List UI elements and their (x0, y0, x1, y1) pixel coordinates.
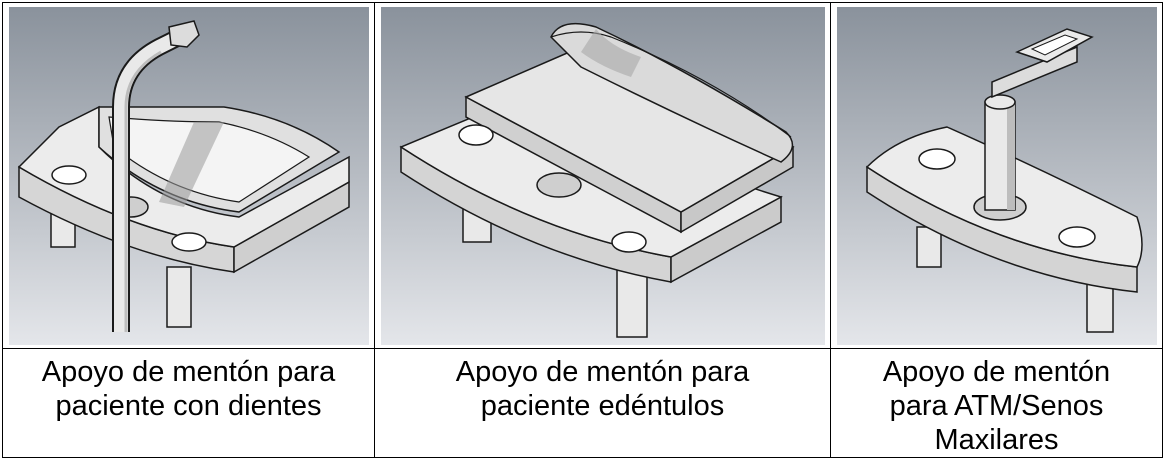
caption-line: paciente edéntulos (480, 390, 725, 422)
caption-line: Maxilares (934, 424, 1059, 456)
figure-cell-3 (830, 2, 1163, 349)
caption-line: para ATM/Senos (889, 390, 1104, 422)
caption-line: Apoyo de mentón (882, 356, 1111, 388)
caption-line: Apoyo de mentón para (455, 356, 750, 388)
chin-rest-with-teeth-image (9, 7, 369, 345)
caption-cell-1: Apoyo de mentón para paciente con diente… (2, 348, 375, 458)
caption-line: paciente con dientes (55, 390, 322, 422)
caption-row: Apoyo de mentón para paciente con diente… (2, 348, 1163, 458)
image-row (2, 2, 1163, 349)
figure-cell-2 (374, 2, 831, 349)
chin-rest-edentulous-image (381, 7, 825, 345)
caption-line: Apoyo de mentón para (41, 356, 336, 388)
caption-cell-3: Apoyo de mentón para ATM/Senos Maxilares (830, 348, 1163, 458)
caption-cell-2: Apoyo de mentón para paciente edéntulos (374, 348, 831, 458)
figure-cell-1 (2, 2, 375, 349)
chin-rest-tmj-sinus-image (837, 7, 1157, 345)
